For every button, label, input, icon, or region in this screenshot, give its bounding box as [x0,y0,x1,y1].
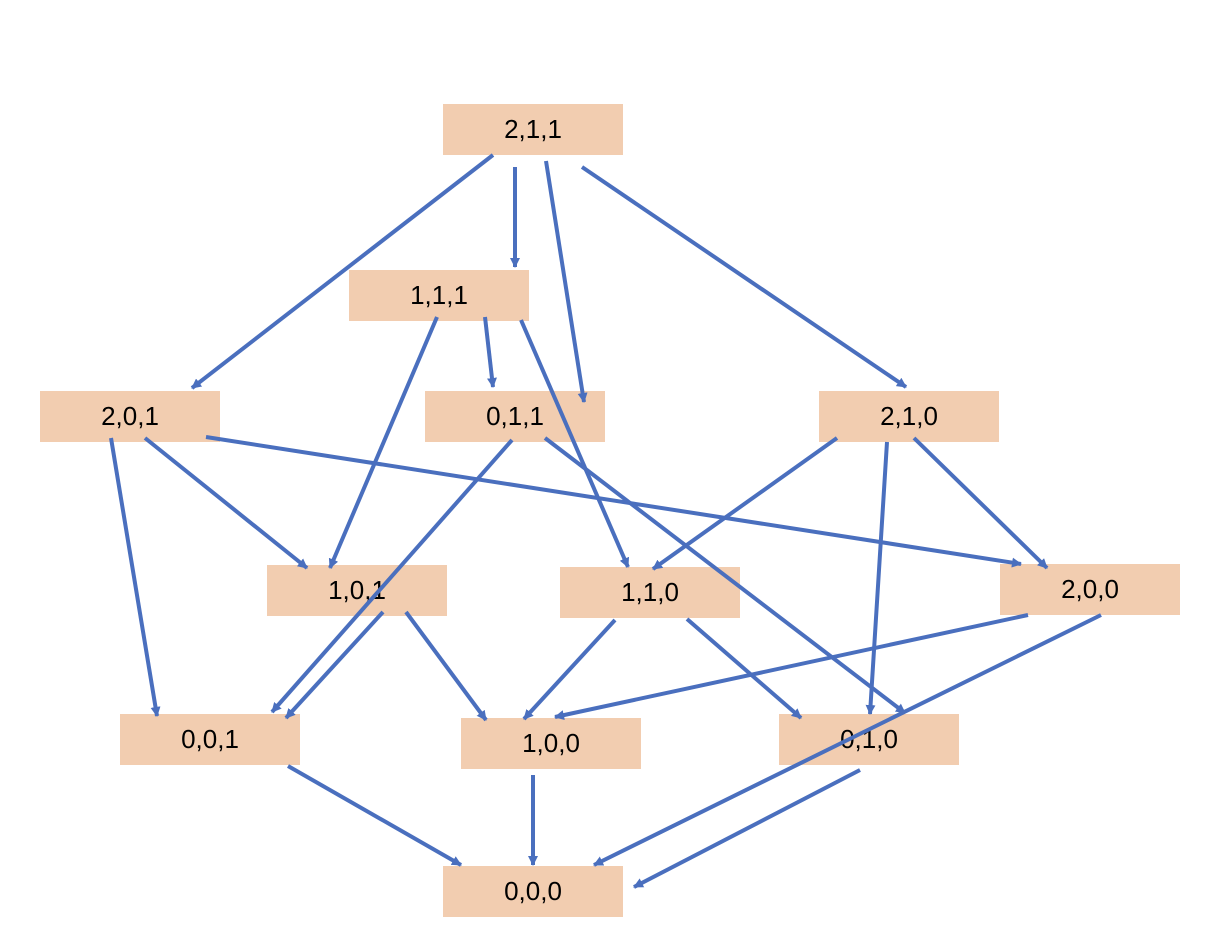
node-2-0-1: 2,0,1 [40,391,220,442]
node-0-0-1: 0,0,1 [120,714,300,765]
edge-101-100 [404,610,488,722]
node-label: 2,0,1 [101,401,159,431]
edge-211-210 [580,165,908,389]
edge-111-110 [519,319,630,568]
edge-200-100 [554,613,1029,720]
edge-110-100 [522,618,617,721]
node-0-0-0: 0,0,0 [443,866,623,917]
edge-201-001 [109,437,161,717]
node-label: 2,1,1 [504,114,562,144]
node-label: 0,0,1 [181,724,239,754]
edge-111-011 [483,316,497,388]
node-label: 1,1,0 [621,577,679,607]
edge-110-010 [685,617,803,720]
edge-201-101 [143,436,309,570]
edge-111-101 [328,316,439,569]
node-label: 1,1,1 [410,280,468,310]
node-label: 1,0,1 [328,575,386,605]
node-label: 1,0,0 [522,728,580,758]
node-1-0-1: 1,0,1 [267,565,447,616]
edge-210-010 [865,441,889,715]
node-2-1-0: 2,1,0 [819,391,999,442]
node-label: 2,1,0 [880,401,938,431]
node-label: 0,1,1 [486,401,544,431]
edge-210-200 [912,436,1049,570]
edge-201-200 [205,435,1022,568]
node-2-0-0: 2,0,0 [1000,564,1180,615]
edge-010-000 [633,768,861,889]
node-2-1-1: 2,1,1 [443,104,623,155]
node-1-0-0: 1,0,0 [461,718,641,769]
edge-101-001 [284,610,385,720]
node-0-1-0: 0,1,0 [779,714,959,765]
edge-211-011 [544,160,588,403]
node-label: 2,0,0 [1061,574,1119,604]
node-label: 0,0,0 [504,876,562,906]
edge-210-110 [651,436,839,571]
edge-001-000 [287,764,462,867]
node-label: 0,1,0 [840,724,898,754]
node-1-1-1: 1,1,1 [349,270,529,321]
node-1-1-0: 1,1,0 [560,567,740,618]
node-0-1-1: 0,1,1 [425,391,605,442]
